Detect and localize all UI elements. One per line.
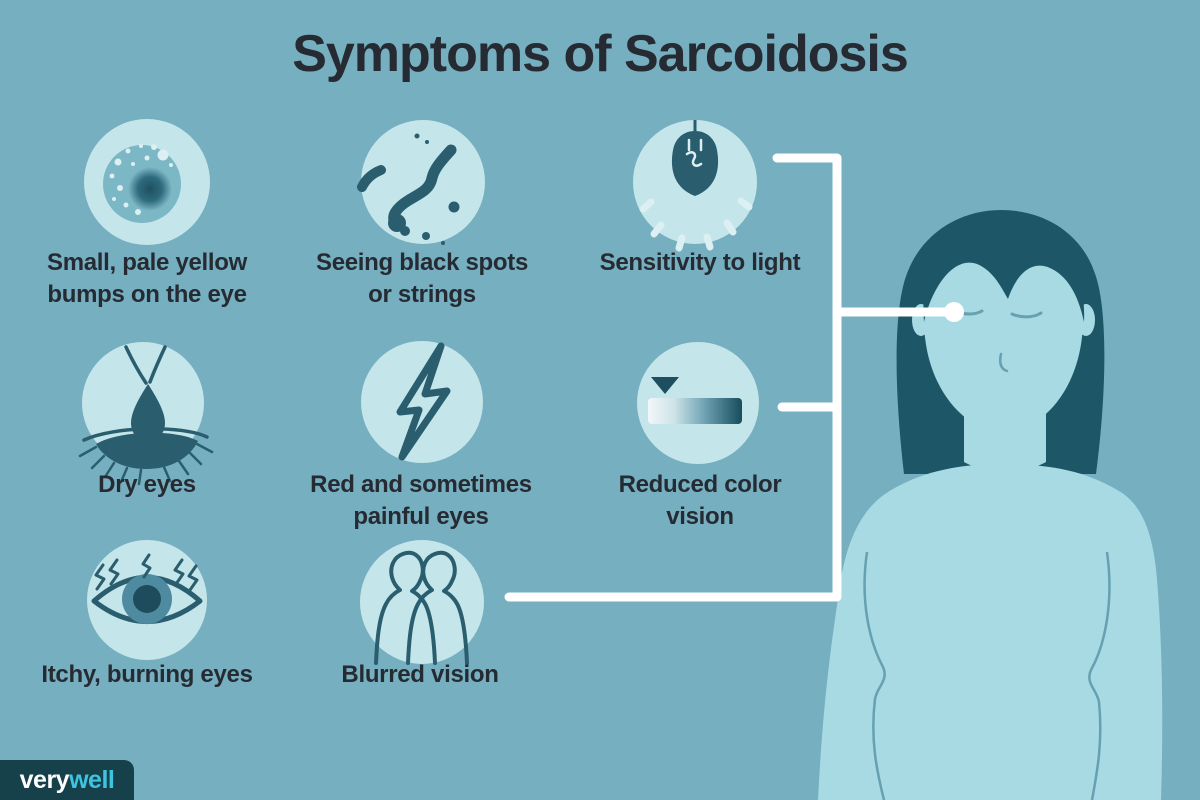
light-bulb-icon	[633, 120, 757, 252]
symptom-label-painful-eyes: Red and sometimes painful eyes	[310, 471, 532, 530]
eye-bumps-icon	[84, 119, 210, 245]
eye-drop-icon	[78, 342, 214, 486]
torso	[818, 464, 1163, 800]
lower-eyelid	[96, 432, 198, 469]
eyelashes	[78, 442, 214, 486]
gradient-bar	[648, 398, 742, 424]
nose-line	[999, 352, 1009, 373]
connector-main	[504, 153, 842, 602]
floater-dash	[357, 165, 386, 192]
bulb	[671, 131, 719, 196]
marker-triangle	[651, 377, 679, 394]
logo-text-very: very	[19, 765, 70, 794]
pupil	[133, 585, 161, 613]
face	[924, 238, 1083, 430]
floaters-icon	[357, 120, 485, 245]
bolt	[396, 342, 451, 461]
symptom-label-floaters: Seeing black spots or strings	[315, 249, 529, 308]
pale-bumps	[109, 144, 173, 215]
floater-dots	[400, 133, 460, 245]
eye-outline	[91, 575, 203, 624]
symptom-label-light-sensitivity: Sensitivity to light	[599, 249, 801, 276]
left-arm-contour	[863, 551, 886, 800]
right-arm-contour	[1088, 551, 1111, 800]
eye-callout-dot	[944, 302, 964, 322]
color-gradient-bar-icon	[637, 342, 759, 464]
light-rays	[639, 197, 753, 252]
connector-lines	[504, 153, 964, 602]
symptom-label-color-vision: Reduced color vision	[618, 471, 782, 530]
figure-outline-right	[406, 550, 469, 665]
closed-right-eye	[1010, 311, 1043, 319]
woman-illustration	[818, 210, 1163, 800]
dropper	[124, 345, 167, 385]
irritation-zigzags	[94, 553, 199, 592]
itchy-eye-icon	[87, 540, 207, 660]
symptom-label-itchy-eyes: Itchy, burning eyes	[41, 661, 253, 688]
figure-outline-left	[374, 550, 437, 665]
symptom-label-eye-bumps: Small, pale yellow bumps on the eye	[46, 249, 248, 308]
symptom-label-dry-eyes: Dry eyes	[98, 471, 196, 498]
floater-string	[388, 144, 457, 230]
filament	[685, 138, 703, 167]
logo-text-well: well	[69, 765, 115, 794]
lid-crease	[82, 427, 209, 442]
symptom-label-blurred-vision: Blurred vision	[341, 661, 499, 688]
page-title: Symptoms of Sarcoidosis	[292, 25, 909, 83]
hair-front	[923, 229, 1085, 322]
double-vision-figures-icon	[360, 540, 484, 665]
lightning-bolt-icon	[361, 341, 483, 463]
